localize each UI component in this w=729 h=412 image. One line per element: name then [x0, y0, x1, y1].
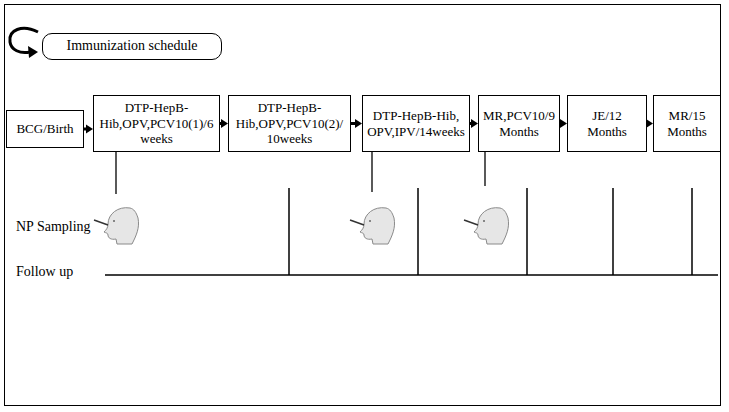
schedule-box: DTP-HepB-Hib, OPV,IPV/14weeks	[362, 95, 470, 152]
flow-arrow	[351, 119, 362, 128]
flow-arrow	[560, 119, 567, 128]
flow-arrow	[470, 119, 478, 128]
schedule-box: MR,PCV10/9 Months	[478, 95, 560, 152]
schedule-box: DTP-HepB-Hib,OPV,PCV10(1)/6weeks	[93, 95, 220, 152]
vaccine-text: BCG/Birth	[16, 121, 73, 137]
vaccine-text: MR/15 Months	[658, 108, 716, 139]
schedule-box: MR/15 Months	[653, 95, 721, 152]
heading-box: Immunization schedule	[42, 33, 222, 60]
vaccine-text: DTP-HepB-Hib, OPV,IPV/14weeks	[367, 108, 465, 139]
flow-arrow	[646, 119, 653, 128]
vaccine-text: DTP-HepB-Hib,OPV,PCV10(2)/10weeks	[233, 100, 346, 147]
vaccine-text: JE/12 Months	[572, 108, 642, 139]
schedule-box: JE/12 Months	[567, 95, 647, 152]
row-label: NP Sampling	[16, 219, 91, 235]
flow-arrow	[84, 125, 93, 134]
row-label: Follow up	[16, 264, 73, 280]
vaccine-text: DTP-HepB-Hib,OPV,PCV10(1)/6weeks	[98, 100, 215, 147]
vaccine-text: MR,PCV10/9 Months	[483, 108, 555, 139]
flow-arrow	[220, 119, 228, 128]
heading-text: Immunization schedule	[66, 38, 197, 55]
schedule-box: DTP-HepB-Hib,OPV,PCV10(2)/10weeks	[228, 95, 351, 152]
schedule-box: BCG/Birth	[6, 110, 84, 148]
